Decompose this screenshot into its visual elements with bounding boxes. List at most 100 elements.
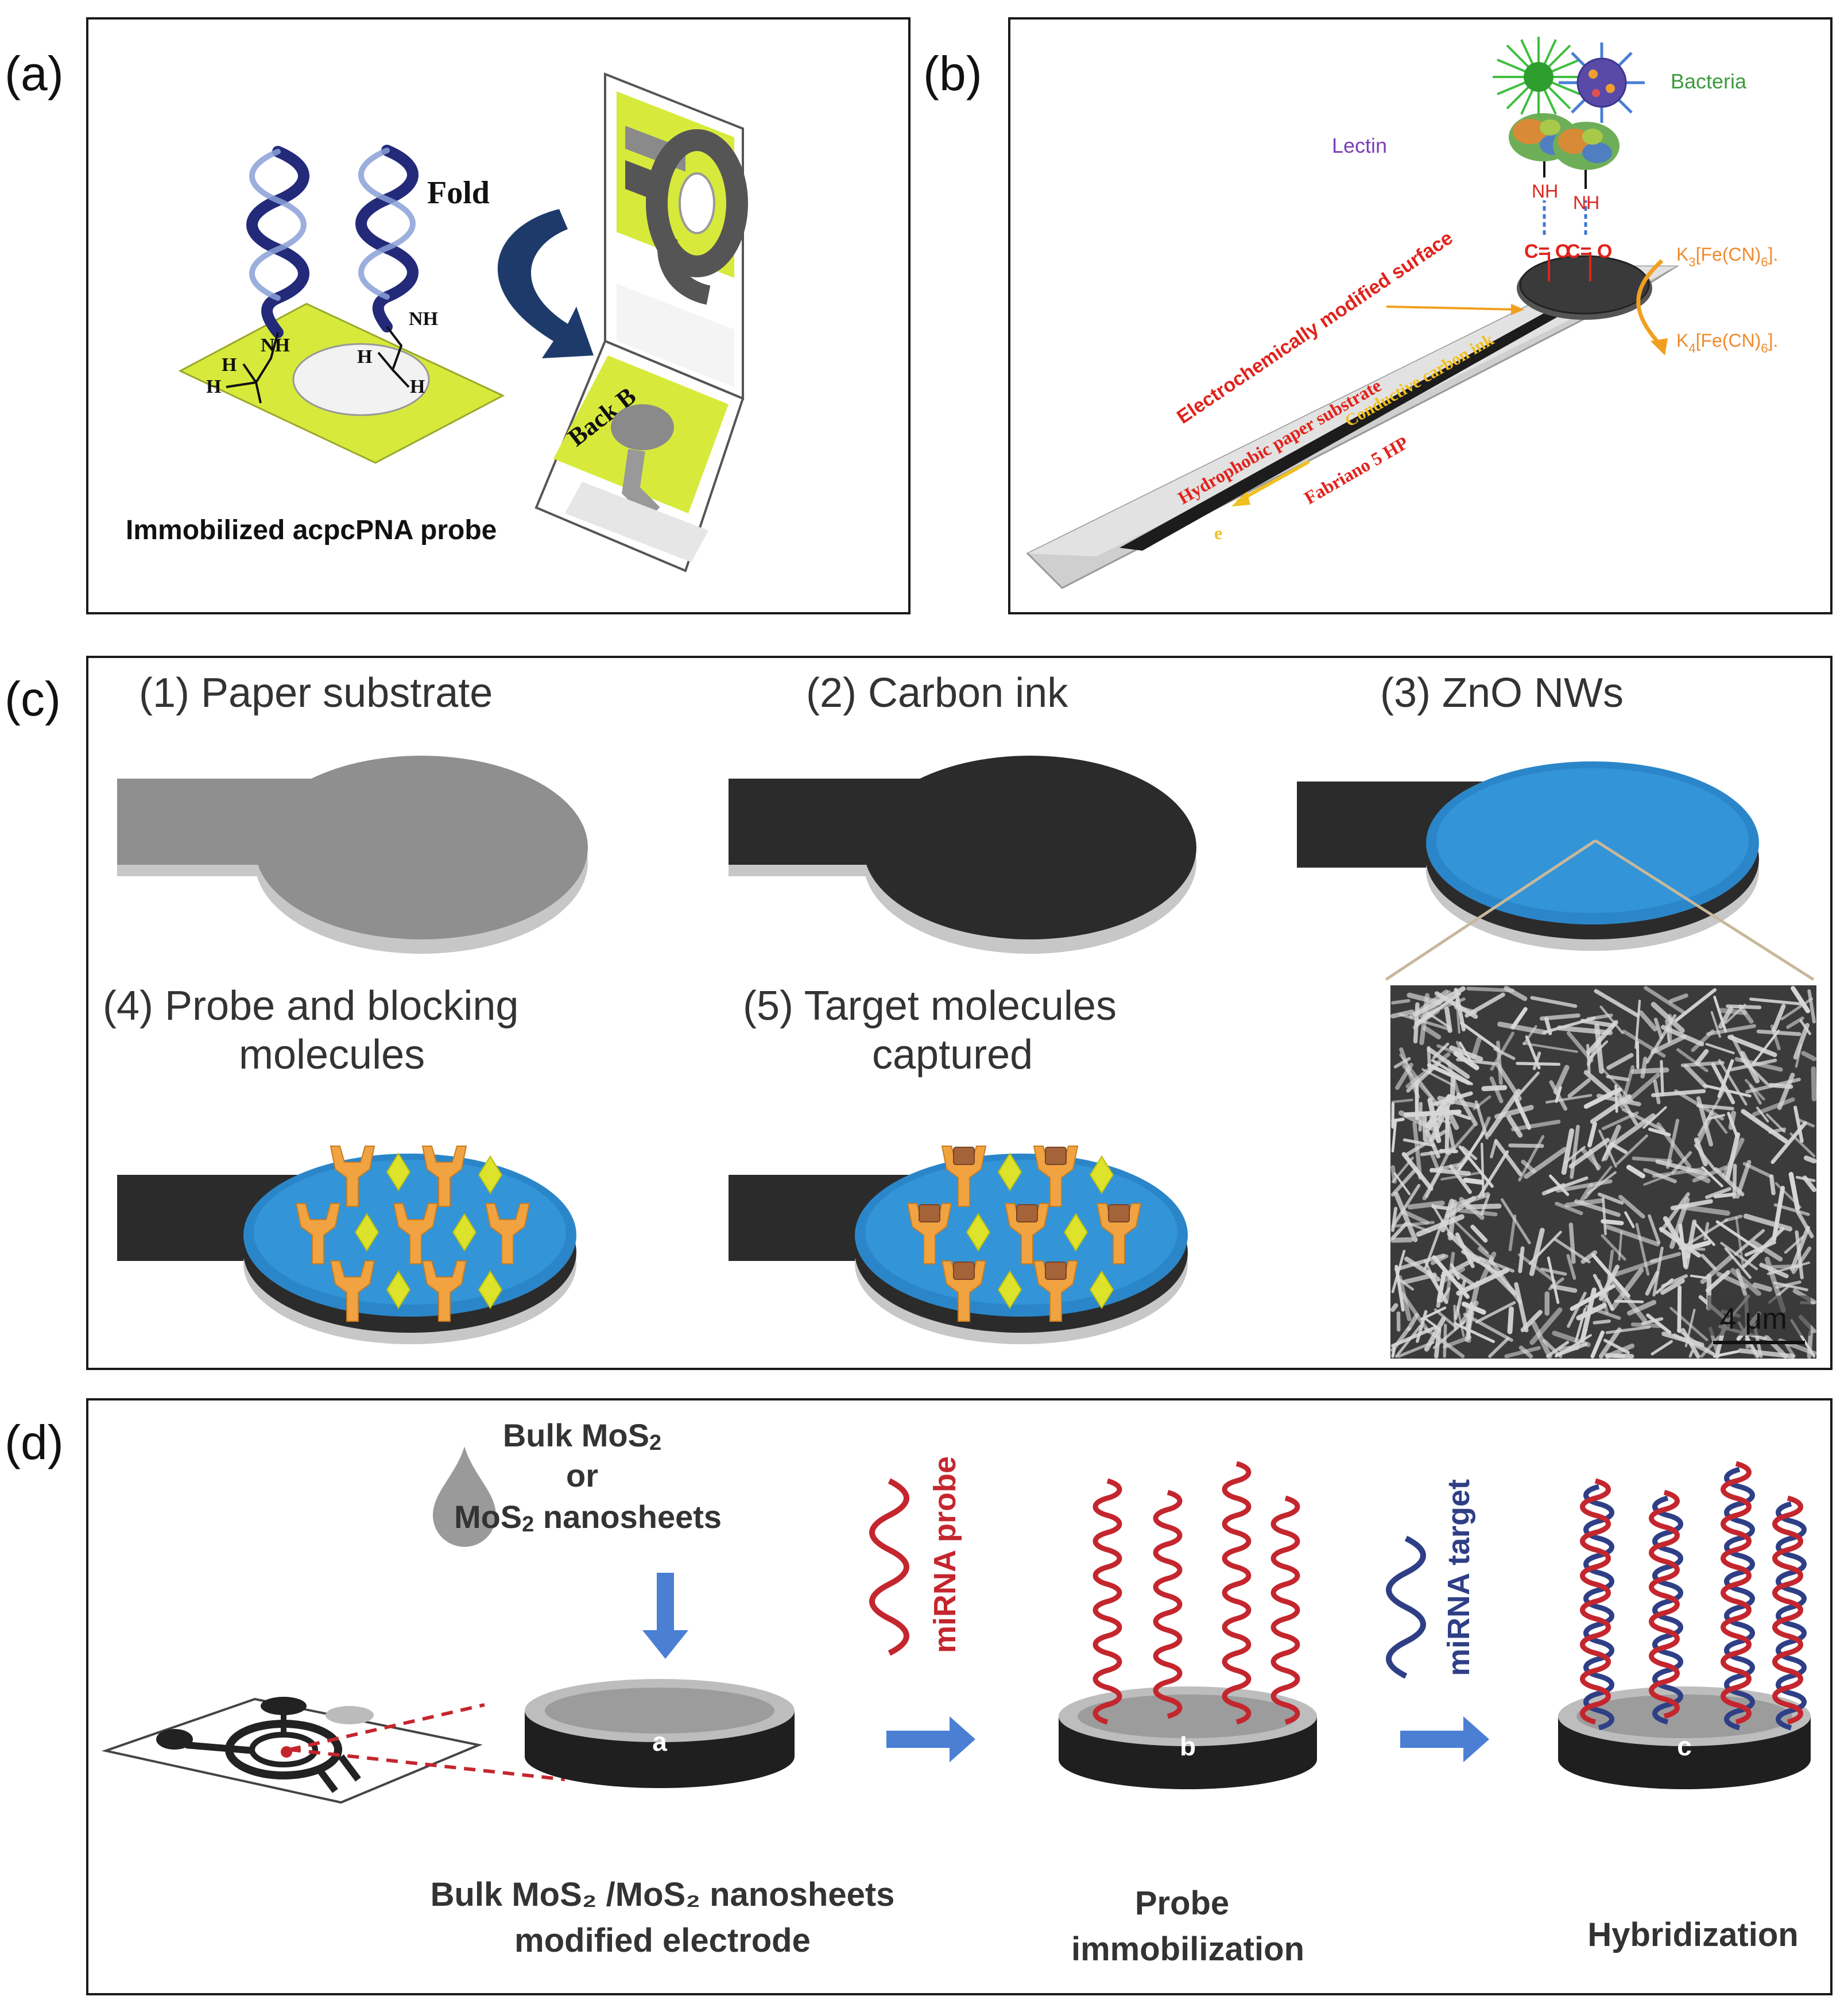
nanowire bbox=[1606, 1053, 1634, 1070]
nanowire bbox=[1680, 1328, 1700, 1359]
probe-molecule bbox=[330, 1260, 375, 1322]
blocking-molecule bbox=[354, 1213, 379, 1252]
nanowire bbox=[1552, 1330, 1591, 1348]
nanowire bbox=[1674, 988, 1717, 1022]
panel-b-illustration: Electrochemically modified surface Hydro… bbox=[1026, 37, 1778, 589]
caption-hybridization: Hybridization bbox=[1587, 1916, 1798, 1953]
caption-probe-l2: immobilization bbox=[1071, 1930, 1304, 1968]
nanowire bbox=[1570, 1124, 1580, 1179]
back-lead bbox=[622, 448, 660, 520]
mirna-strand bbox=[1724, 1467, 1755, 1731]
zoom-line-left bbox=[1385, 839, 1597, 981]
nanowire bbox=[1568, 1138, 1610, 1169]
panel-c: (1) Paper substrate (2) Carbon ink (3) Z… bbox=[86, 656, 1832, 1370]
nanowire bbox=[1471, 1036, 1482, 1060]
nanowire bbox=[1391, 1119, 1397, 1153]
nanowire bbox=[1434, 1308, 1459, 1330]
electrode-disc-a bbox=[525, 1679, 795, 1788]
fold-label: Fold bbox=[427, 175, 490, 211]
step4-probes bbox=[295, 1146, 530, 1322]
nanowire bbox=[1454, 1005, 1477, 1015]
caption-modified-electrode-l2: modified electrode bbox=[514, 1922, 811, 1959]
nanowire bbox=[1627, 1299, 1657, 1316]
caption-probe-l1: Probe bbox=[1135, 1885, 1229, 1922]
nanowire bbox=[1618, 1194, 1645, 1219]
nanowire bbox=[1606, 1074, 1629, 1082]
blocking-molecule bbox=[997, 1152, 1022, 1191]
nanowire bbox=[1653, 1017, 1663, 1039]
blocking-molecule bbox=[1089, 1270, 1114, 1309]
nanowire bbox=[1807, 989, 1816, 1024]
blocking-molecule bbox=[386, 1152, 411, 1191]
redox-arrow-head bbox=[1651, 338, 1668, 355]
nanowire bbox=[1624, 1211, 1635, 1228]
droplet-icon bbox=[433, 1446, 496, 1547]
probe-helix-sample bbox=[869, 1478, 909, 1656]
mirna-strand bbox=[1772, 1495, 1803, 1725]
nanowire bbox=[1590, 1040, 1609, 1059]
nanowire bbox=[1390, 1167, 1419, 1197]
nanowire bbox=[1495, 1062, 1522, 1101]
nanowire bbox=[1735, 1217, 1745, 1267]
fold-arrow bbox=[497, 209, 594, 358]
panel-c-label: (c) bbox=[5, 672, 61, 726]
nanowire bbox=[1561, 1128, 1575, 1175]
nanowire bbox=[1605, 1224, 1660, 1247]
atom-nh-left: NH bbox=[261, 335, 290, 356]
step4-heading-l1: (4) Probe and blocking bbox=[103, 983, 518, 1029]
nanowire bbox=[1668, 993, 1688, 1004]
nanowire bbox=[1602, 1124, 1621, 1161]
nanowire bbox=[1548, 1277, 1564, 1291]
zoom-dash-bottom bbox=[289, 1748, 565, 1781]
nanowire bbox=[1713, 1192, 1736, 1198]
nanowire bbox=[1550, 1284, 1578, 1293]
nanowire bbox=[1549, 1080, 1568, 1111]
step4-heading-l2: molecules bbox=[239, 1032, 425, 1078]
nanowire bbox=[1680, 1061, 1725, 1067]
nanowire bbox=[1725, 1132, 1741, 1181]
nanowire bbox=[1510, 1007, 1528, 1030]
nanowire bbox=[1615, 1090, 1638, 1125]
nanowire bbox=[1448, 1124, 1475, 1155]
atom-h3: H bbox=[357, 346, 372, 367]
nanowire bbox=[1461, 1301, 1486, 1315]
nanowire bbox=[1641, 1317, 1664, 1326]
nanowire bbox=[1773, 1281, 1808, 1291]
nanowire bbox=[1694, 1049, 1709, 1066]
nanowire bbox=[1735, 1160, 1752, 1199]
mirna-strand bbox=[1776, 1501, 1807, 1731]
probe-molecule bbox=[330, 1146, 375, 1207]
nanowire bbox=[1696, 1096, 1714, 1147]
nanowire bbox=[1655, 1278, 1674, 1294]
zoom-dash-top bbox=[289, 1703, 485, 1751]
electron-arrowhead bbox=[1231, 492, 1250, 506]
blocking-molecule bbox=[478, 1155, 503, 1194]
nanowire bbox=[1444, 1007, 1452, 1033]
step2-heading: (2) Carbon ink bbox=[806, 670, 1068, 716]
nanowire bbox=[1735, 1268, 1748, 1297]
nanowire bbox=[1525, 1035, 1541, 1070]
nanowire bbox=[1679, 1204, 1730, 1216]
nanowire bbox=[1522, 1042, 1578, 1053]
nanowire bbox=[1446, 1059, 1462, 1100]
nanowire bbox=[1402, 1210, 1429, 1225]
nanowire bbox=[1404, 1109, 1462, 1117]
disc-a-label: a bbox=[652, 1727, 667, 1756]
nanowire bbox=[1447, 1231, 1481, 1263]
nanowire bbox=[1392, 1183, 1421, 1227]
nanowire bbox=[1645, 1014, 1677, 1064]
nanowire bbox=[1756, 1106, 1769, 1123]
nanowire bbox=[1676, 1048, 1708, 1073]
sem-nanowires bbox=[1390, 985, 1817, 1359]
nanowire bbox=[1718, 1006, 1734, 1029]
nanowire bbox=[1511, 1119, 1561, 1132]
amine-left: NH bbox=[1532, 181, 1558, 202]
nanowire bbox=[1574, 1199, 1621, 1217]
caption-modified-electrode-l1: Bulk MoS₂ /MoS₂ nanosheets bbox=[431, 1876, 895, 1913]
nanowire bbox=[1441, 1267, 1466, 1283]
nanowire bbox=[1590, 1330, 1605, 1359]
nanowire bbox=[1807, 1330, 1813, 1359]
zoom-line-right bbox=[1594, 839, 1815, 981]
pna-helix-right bbox=[355, 145, 419, 332]
nanowire bbox=[1632, 1156, 1673, 1163]
